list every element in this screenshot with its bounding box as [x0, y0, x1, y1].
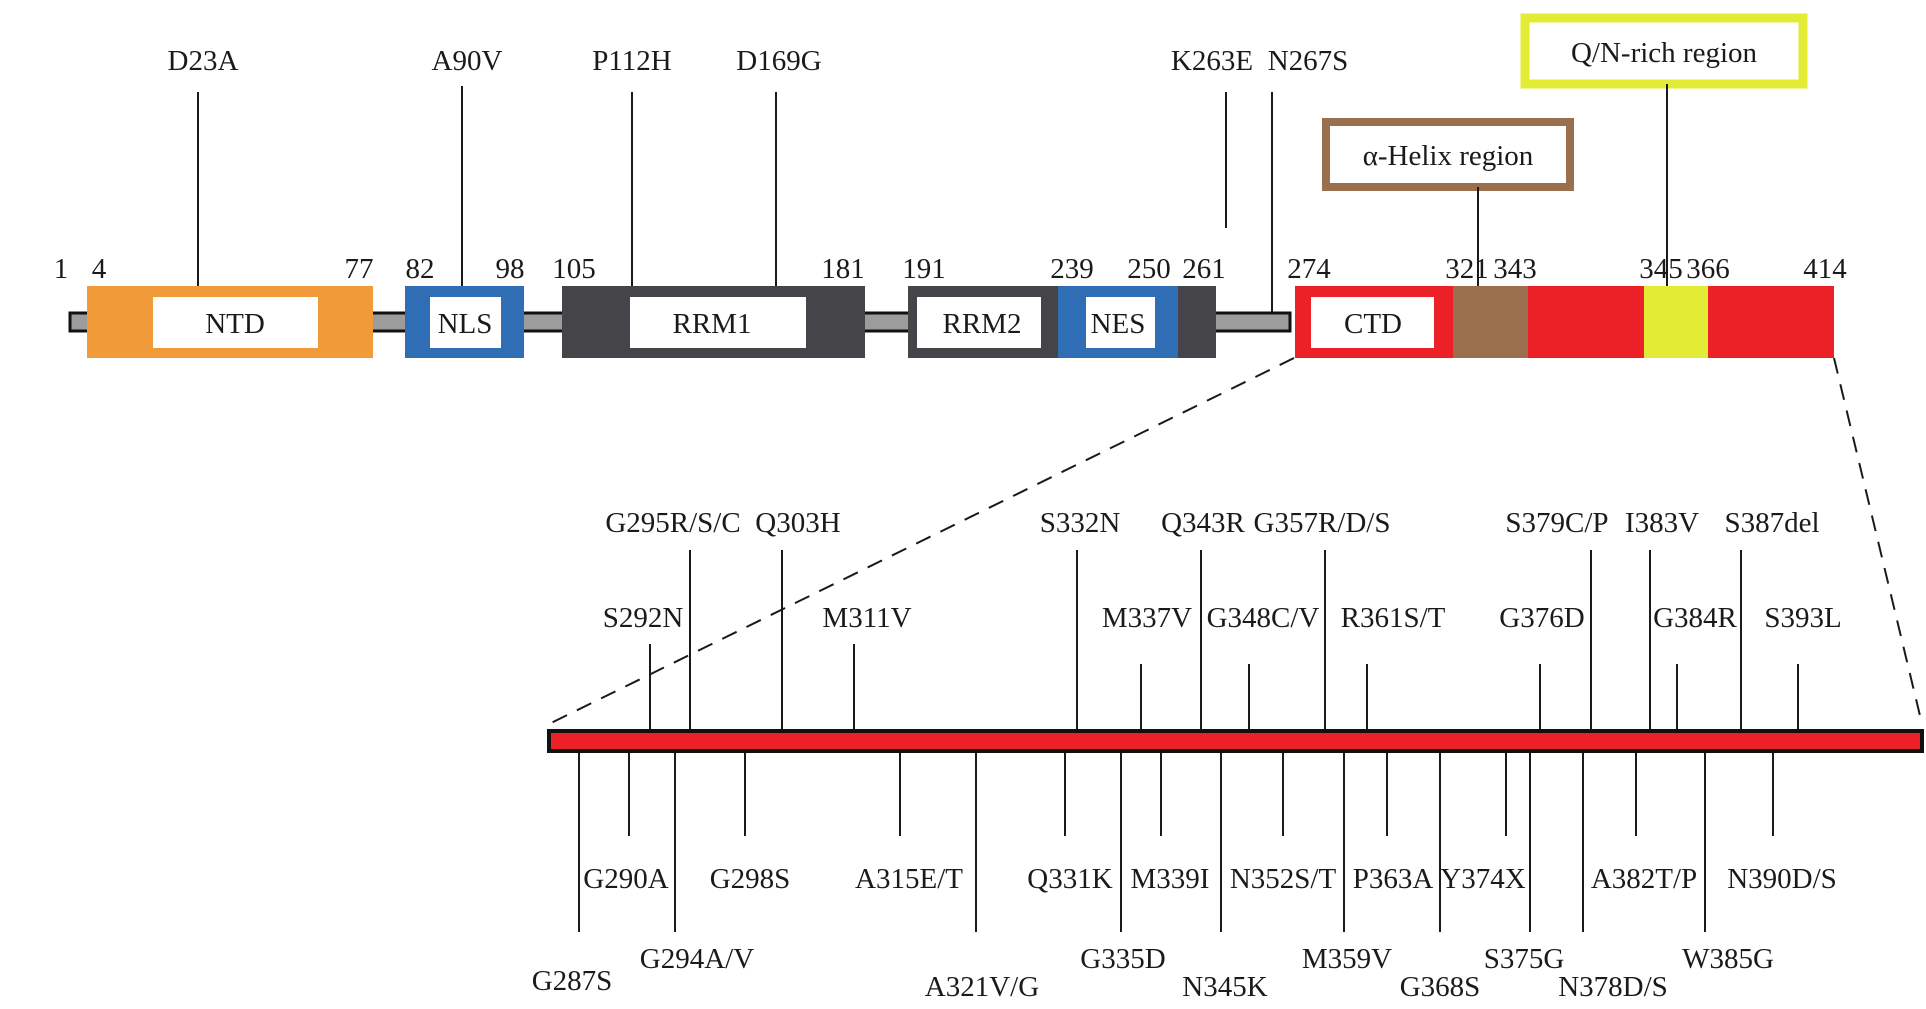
domain-rrm1-label-box	[630, 297, 806, 348]
ctd-mutation-w385g: W385G	[1682, 943, 1774, 975]
ctd-mutation-n378ds: N378D/S	[1558, 971, 1668, 1003]
ctd-mutation-n345k: N345K	[1182, 971, 1267, 1003]
ctd-mutation-q303h: Q303H	[755, 507, 840, 539]
ctd-mutation-a315et: A315E/T	[855, 863, 963, 895]
ctd-mutation-q331k: Q331K	[1027, 863, 1112, 895]
ctd-mutation-g376d: G376D	[1499, 602, 1584, 634]
domain-ctd-label: CTD	[1344, 308, 1402, 340]
domain-ntd-label-box	[153, 297, 318, 348]
helix-region-label: α-Helix region	[1363, 140, 1534, 172]
qn-region-box	[1520, 13, 1808, 89]
ctd-mutation-g287s: G287S	[532, 965, 613, 997]
ctd-mutation-m311v: M311V	[822, 602, 911, 634]
top-mutations: D23A A90V P112H D169G K263E N267S	[168, 45, 1349, 313]
domain-rrm2-label: RRM2	[943, 308, 1022, 340]
position-191: 191	[902, 253, 946, 285]
position-366: 366	[1686, 253, 1730, 285]
domain-ctd-label-box	[1311, 297, 1434, 348]
ctd-mutation-g298s: G298S	[710, 863, 791, 895]
top-mutation-a90v: A90V	[432, 45, 503, 77]
top-mutation-n267s: N267S	[1268, 45, 1349, 77]
domain-rrm1-label: RRM1	[673, 308, 752, 340]
ctd-mutations-above: G295R/S/C Q303H S292N M311V S332N Q343R …	[603, 507, 1842, 729]
position-414: 414	[1803, 253, 1847, 285]
position-181: 181	[821, 253, 865, 285]
ctd-mutation-s332n: S332N	[1040, 507, 1121, 539]
ctd-mutation-r361st: R361S/T	[1341, 602, 1446, 634]
position-250: 250	[1127, 253, 1171, 285]
ctd-mutation-g348cv: G348C/V	[1207, 602, 1320, 634]
position-261: 261	[1182, 253, 1226, 285]
domain-helix-segment	[1453, 286, 1528, 358]
position-105: 105	[552, 253, 596, 285]
helix-region-box	[1322, 118, 1574, 191]
position-1: 1	[54, 253, 69, 285]
ctd-mutation-m337v: M337V	[1102, 602, 1192, 634]
top-mutation-d169g: D169G	[736, 45, 821, 77]
ctd-mutation-g384r: G384R	[1653, 602, 1737, 634]
ctd-mutation-g294av: G294A/V	[640, 943, 754, 975]
position-321: 321	[1445, 253, 1489, 285]
domain-nes-label: NES	[1091, 308, 1146, 340]
ctd-mutation-a321vg: A321V/G	[925, 971, 1039, 1003]
zoom-line-right	[1833, 357, 1923, 725]
top-mutation-d23a: D23A	[168, 45, 239, 77]
zoom-line-left	[548, 357, 1295, 725]
ctd-mutation-g295rsc: G295R/S/C	[605, 507, 740, 539]
ctd-mutation-g290a: G290A	[583, 863, 668, 895]
position-98: 98	[496, 253, 525, 285]
ctd-mutation-n390ds: N390D/S	[1727, 863, 1837, 895]
position-345: 345	[1639, 253, 1683, 285]
ctd-mutation-p363a: P363A	[1353, 863, 1434, 895]
ctd-mutation-g335d: G335D	[1080, 943, 1165, 975]
ctd-mutation-q343r: Q343R	[1161, 507, 1245, 539]
ctd-mutation-y374x: Y374X	[1440, 863, 1525, 895]
position-239: 239	[1050, 253, 1094, 285]
qn-region-label: Q/N-rich region	[1571, 37, 1758, 69]
ctd-mutation-s379cp: S379C/P	[1505, 507, 1608, 539]
domain-rrm2-label-box	[917, 297, 1041, 348]
domain-ntd-label: NTD	[205, 308, 265, 340]
position-343: 343	[1493, 253, 1537, 285]
ctd-mutation-g368s: G368S	[1400, 971, 1481, 1003]
position-4: 4	[92, 253, 107, 285]
domain-qn-segment	[1644, 286, 1708, 358]
ctd-mutation-g357rds: G357R/D/S	[1254, 507, 1391, 539]
ctd-mutation-s387del: S387del	[1724, 507, 1819, 539]
position-82: 82	[406, 253, 435, 285]
ctd-expanded-bar	[547, 729, 1924, 753]
ctd-mutation-s375g: S375G	[1484, 943, 1565, 975]
ctd-mutation-a382tp: A382T/P	[1591, 863, 1697, 895]
ctd-mutations-below: G290A G298S A315E/T Q331K M339I N352S/T …	[532, 753, 1837, 1003]
top-mutation-k263e: K263E	[1171, 45, 1253, 77]
position-77: 77	[345, 253, 374, 285]
domain-nes-label-box	[1086, 297, 1155, 348]
domain-nls-label-box	[430, 297, 501, 348]
ctd-mutation-i383v: I383V	[1625, 507, 1699, 539]
ctd-mutation-s393l: S393L	[1764, 602, 1841, 634]
ctd-mutation-m359v: M359V	[1302, 943, 1392, 975]
position-274: 274	[1287, 253, 1331, 285]
ctd-mutation-m339i: M339I	[1131, 863, 1210, 895]
ctd-mutation-n352st: N352S/T	[1230, 863, 1337, 895]
domain-nls-label: NLS	[438, 308, 493, 340]
top-mutation-p112h: P112H	[592, 45, 672, 77]
ctd-mutation-s292n: S292N	[603, 602, 684, 634]
